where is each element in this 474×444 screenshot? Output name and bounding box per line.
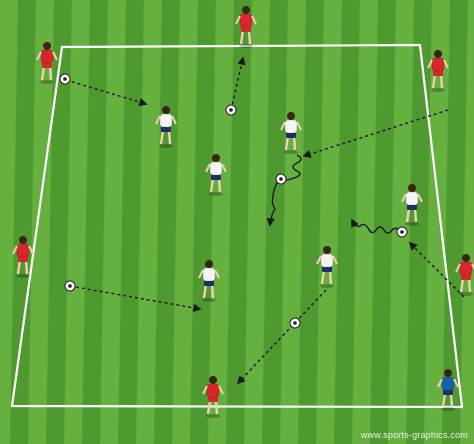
ball [397,227,407,237]
credit-text: www.sports-graphics.com [361,430,468,440]
ball [290,318,300,328]
ball [276,174,286,184]
ball [60,74,70,84]
ball [226,105,236,115]
ball [65,281,75,291]
